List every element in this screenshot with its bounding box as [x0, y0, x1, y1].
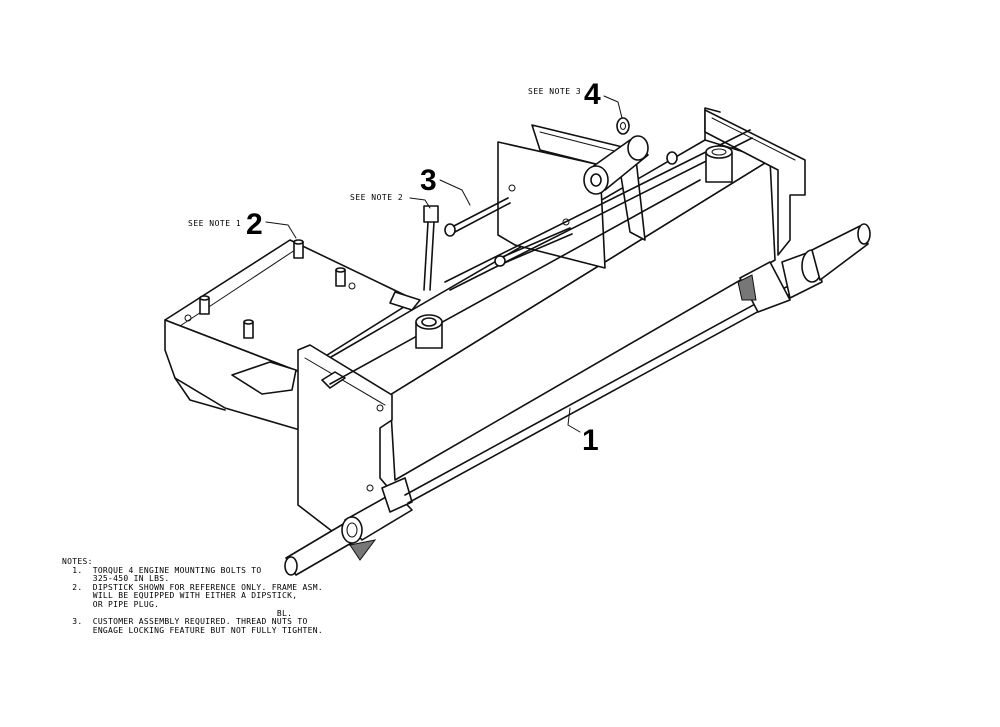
note-line: OR PIPE PLUG. [62, 599, 160, 609]
callout-1: 1 [567, 407, 599, 457]
note-line: 2. DIPSTICK SHOWN FOR REFERENCE ONLY. FR… [62, 582, 323, 592]
dipstick [423, 205, 439, 291]
tie-rod [329, 129, 753, 385]
front-side-plate [297, 344, 393, 546]
nut [616, 117, 678, 165]
note-line: 3. CUSTOMER ASSEMBLY REQUIRED. THREAD NU… [62, 617, 308, 627]
notes-block: NOTES: 1. TORQUE 4 ENGINE MOUNTING BOLTS… [62, 557, 382, 635]
callout-3: 3 SEE NOTE 2 [350, 164, 471, 209]
callout-2: 2 SEE NOTE 1 [188, 208, 297, 241]
callout-3-label: 3 [420, 164, 437, 197]
callout-4-label: 4 [584, 78, 601, 111]
note-line: 325-450 IN LBS. [62, 574, 170, 584]
see-note-ref: SEE NOTE 1 [188, 219, 241, 228]
mounting-stud [293, 239, 304, 259]
rear-collar [705, 145, 733, 183]
mounting-stud [335, 267, 346, 287]
note-line: WILL BE EQUIPPED WITH EITHER A DIPSTICK, [62, 591, 298, 601]
mounting-stud [243, 319, 254, 339]
axle-front [284, 477, 413, 576]
note-line: 1. TORQUE 4 ENGINE MOUNTING BOLTS TO [62, 565, 262, 575]
callout-2-label: 2 [246, 208, 263, 241]
bolt [444, 197, 511, 237]
note-line: BL. [62, 608, 293, 618]
pivot-tube [583, 135, 649, 195]
note-line: ENGAGE LOCKING FEATURE BUT NOT FULLY TIG… [62, 625, 323, 635]
notes-heading: NOTES: [62, 557, 93, 566]
mounting-stud [199, 295, 210, 315]
see-note-ref: SEE NOTE 2 [350, 193, 403, 202]
callout-1-label: 1 [582, 424, 599, 457]
axle-rear [737, 223, 871, 313]
axle-shaft [404, 284, 793, 504]
see-note-ref: SEE NOTE 3 [528, 87, 581, 96]
callout-4: 4 SEE NOTE 3 [528, 78, 623, 119]
dipstick-tube [415, 314, 443, 349]
engine-deck [164, 239, 421, 431]
